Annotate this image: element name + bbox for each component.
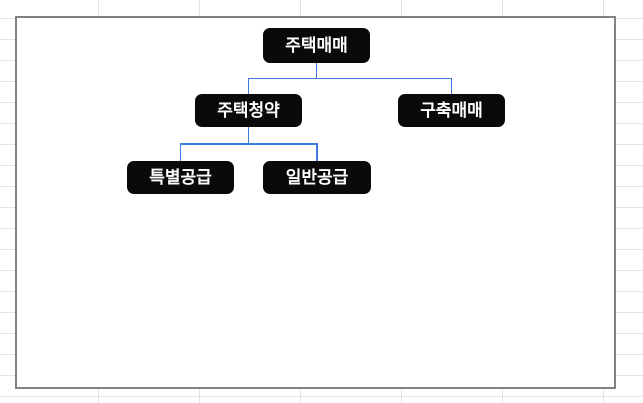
connector-segment [316,144,318,161]
connector-segment [179,143,318,145]
connector-segment [247,127,250,144]
connector-segment [247,78,250,94]
connector-segment [247,77,453,80]
node-label: 구축매매 [420,101,483,120]
node-label: 주택매매 [285,36,348,55]
connector-segment [450,78,453,94]
diagram-node-special-supply[interactable]: 특별공급 [127,161,234,194]
node-label: 주택청약 [217,101,280,120]
node-label: 특별공급 [149,168,212,187]
diagram-node-housing-subscription[interactable]: 주택청약 [195,94,302,127]
connector-segment [179,144,182,161]
diagram-node-existing-home-sale[interactable]: 구축매매 [398,94,505,127]
connector-segment [315,63,318,79]
node-label: 일반공급 [285,168,349,187]
diagram-node-housing-sale-root[interactable]: 주택매매 [263,28,370,63]
diagram-node-general-supply[interactable]: 일반공급 [263,161,371,194]
